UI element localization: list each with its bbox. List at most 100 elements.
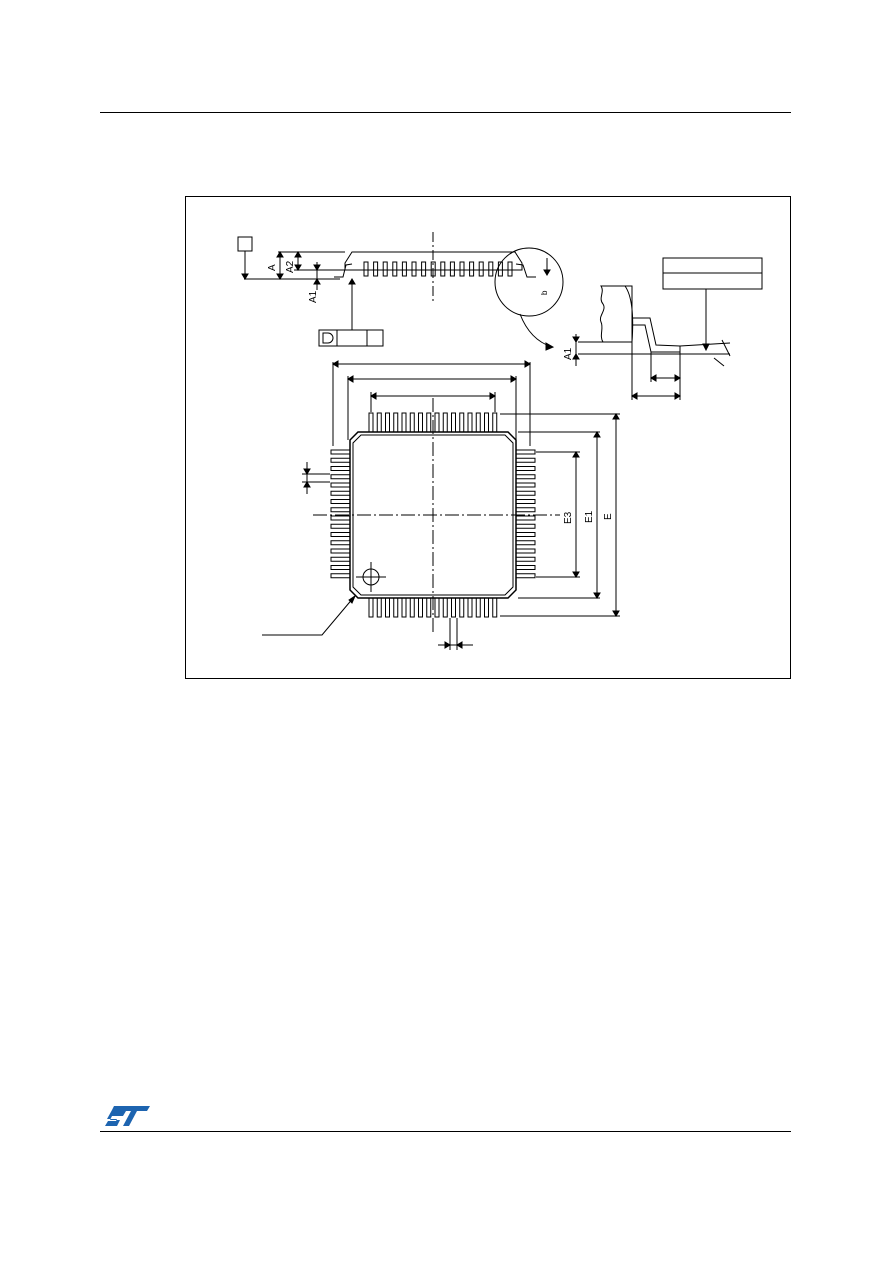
pin-lead	[368, 412, 374, 433]
datum-symbol-icon	[322, 332, 334, 344]
pin-lead	[434, 412, 440, 433]
arrow	[276, 273, 284, 280]
label-A1-detail: A1	[563, 347, 574, 360]
arrow	[313, 264, 321, 271]
pin-lead	[515, 490, 536, 496]
arrow	[348, 594, 357, 604]
side-lead	[469, 261, 475, 277]
pin-lead	[459, 597, 465, 618]
pin-lead	[401, 412, 407, 433]
side-lead	[488, 261, 494, 277]
side-lead	[382, 261, 388, 277]
pin-lead	[330, 548, 351, 554]
pins-left	[330, 449, 351, 579]
pin-lead	[515, 523, 536, 529]
side-lead	[497, 261, 503, 277]
pin-lead	[330, 482, 351, 488]
pin-lead	[515, 540, 536, 546]
st-logo-icon	[105, 1106, 150, 1126]
side-lead-comb	[363, 261, 513, 277]
pin-lead	[492, 412, 498, 433]
pin-lead	[515, 482, 536, 488]
side-lead	[449, 261, 455, 277]
pin-lead	[434, 597, 440, 618]
pin-lead	[467, 412, 473, 433]
pin-lead	[330, 449, 351, 455]
arrow	[370, 392, 377, 400]
datum-arrow	[241, 273, 249, 280]
pin-lead	[330, 515, 351, 521]
angle-tick	[721, 339, 731, 357]
arrow	[545, 342, 555, 351]
pin-lead	[426, 597, 432, 618]
datum-box	[237, 236, 253, 252]
pins-right	[515, 449, 536, 579]
detail-gauge-line	[679, 342, 731, 347]
pin-lead	[484, 412, 489, 433]
pin-lead	[475, 412, 481, 433]
pin-lead	[330, 457, 351, 463]
arrow	[294, 264, 302, 271]
pin-lead	[459, 412, 465, 433]
pin-lead	[492, 597, 498, 618]
pin-lead	[376, 412, 382, 433]
header-rule	[100, 112, 791, 113]
pins-bottom	[368, 597, 498, 618]
body-curve	[624, 285, 634, 343]
pin-lead	[515, 474, 536, 480]
pin-lead	[409, 412, 415, 433]
pin-lead	[515, 573, 536, 579]
pin-lead	[330, 523, 351, 529]
arrow	[313, 278, 321, 285]
pin-lead	[393, 597, 399, 618]
pin-lead	[401, 597, 407, 618]
angle-tick	[713, 357, 725, 367]
pin-lead	[330, 556, 351, 562]
label-E: E	[603, 513, 614, 520]
arrow	[348, 278, 356, 285]
arrow	[593, 431, 601, 438]
pin-lead	[330, 573, 351, 579]
pin-lead	[475, 597, 481, 618]
pin-lead	[330, 532, 351, 537]
pin-lead	[515, 449, 536, 455]
detail-arrow	[519, 313, 553, 348]
lead-right	[515, 263, 536, 278]
side-lead	[478, 261, 484, 277]
pin-lead	[418, 597, 423, 618]
detail-lead-upper	[632, 317, 681, 347]
arrow	[674, 392, 681, 400]
body-top	[349, 431, 517, 599]
pin-lead	[484, 597, 489, 618]
detail-body	[599, 285, 633, 343]
arrow	[510, 375, 517, 383]
side-lead	[411, 261, 417, 277]
side-lead	[507, 261, 513, 277]
lead-detail: A1	[563, 257, 763, 400]
pin-lead	[451, 412, 456, 433]
side-lead	[392, 261, 398, 277]
arrow	[276, 251, 284, 258]
detail-lead-lower	[632, 324, 680, 353]
label-A2: A2	[285, 260, 296, 273]
side-view: A A2 A1 b	[237, 232, 564, 351]
pin-lead	[393, 412, 399, 433]
figure-frame	[185, 196, 791, 679]
pin-lead	[330, 565, 351, 570]
pin-lead	[515, 457, 536, 463]
arrow	[489, 392, 496, 400]
pin-lead	[385, 412, 390, 433]
label-b: b	[540, 290, 549, 295]
side-lead	[421, 261, 427, 277]
pin-lead	[330, 499, 351, 504]
pin-lead	[515, 499, 536, 504]
pin-lead	[515, 556, 536, 562]
arrow	[612, 610, 620, 617]
arrow	[332, 360, 339, 368]
side-lead	[440, 261, 446, 277]
pin-lead	[451, 597, 456, 618]
side-lead	[459, 261, 465, 277]
pin-lead	[418, 412, 423, 433]
pin-lead	[515, 507, 536, 513]
arrow	[650, 374, 657, 382]
